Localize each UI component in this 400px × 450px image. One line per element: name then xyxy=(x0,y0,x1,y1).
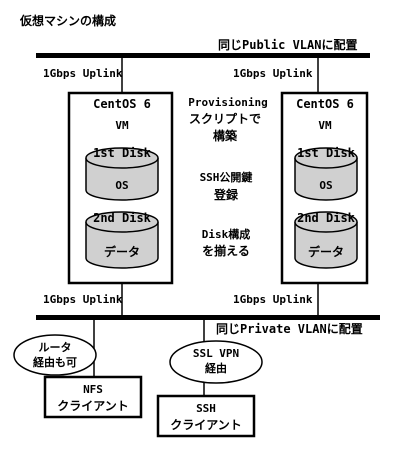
disk2-content-right: データ xyxy=(307,245,345,259)
provisioning-line2: スクリプトで xyxy=(188,112,262,126)
ssh-client-line2: クライアント xyxy=(170,418,242,432)
uplink-label-left-top: 1Gbps Uplink xyxy=(43,67,123,80)
public-vlan-label: 同じPublic VLANに配置 xyxy=(218,38,358,52)
ssh-bubble-line1: SSL VPN xyxy=(192,347,240,360)
disk1-label-left: 1st Disk xyxy=(93,146,151,160)
ssh-key-line1: SSH公開鍵 xyxy=(199,171,253,184)
ssh-client-box xyxy=(156,394,256,438)
server-name-right: CentOS 6 xyxy=(296,97,354,111)
disk1-label-right: 1st Disk xyxy=(297,146,355,160)
nfs-client-line2: クライアント xyxy=(57,399,129,413)
ssh-bubble xyxy=(169,340,263,384)
private-vlan-label: 同じPrivate VLANに配置 xyxy=(216,322,363,336)
disk1-content-right: OS xyxy=(319,179,333,192)
diagram-title: 仮想マシンの構成 xyxy=(20,14,117,28)
ssh-key-line2: 登録 xyxy=(213,188,239,202)
public-vlan-bar xyxy=(36,53,370,58)
provisioning-line3: 構築 xyxy=(212,129,238,143)
uplink-label-right-top: 1Gbps Uplink xyxy=(233,67,313,80)
private-vlan-bar xyxy=(36,315,380,320)
disk-config-line2: を揃える xyxy=(202,244,250,258)
uplink-label-left-bottom: 1Gbps Uplink xyxy=(43,293,123,306)
disk2-label-left: 2nd Disk xyxy=(93,211,151,225)
ssh-client-line1: SSH xyxy=(196,402,216,415)
disk2-cylinder-left xyxy=(85,211,159,269)
vm-label-left: VM xyxy=(115,119,129,132)
nfs-bubble-line2: 経由も可 xyxy=(33,356,77,369)
nfs-client-box xyxy=(43,375,143,419)
vm-label-right: VM xyxy=(318,119,332,132)
disk2-content-left: データ xyxy=(103,245,141,259)
ssh-bubble-line2: 経由 xyxy=(205,362,227,375)
nfs-bubble-line1: ルータ xyxy=(38,341,72,354)
uplink-label-right-bottom: 1Gbps Uplink xyxy=(233,293,313,306)
disk1-cylinder-right xyxy=(294,147,358,201)
disk2-label-right: 2nd Disk xyxy=(297,211,355,225)
nfs-client-line1: NFS xyxy=(83,383,103,396)
disk-config-line1: Disk構成 xyxy=(201,228,251,241)
disk2-cylinder-right xyxy=(294,211,358,269)
server-name-left: CentOS 6 xyxy=(93,97,151,111)
nfs-bubble xyxy=(13,334,97,376)
disk1-content-left: OS xyxy=(115,179,129,192)
provisioning-line1: Provisioning xyxy=(188,96,268,109)
disk1-cylinder-left xyxy=(85,147,159,201)
